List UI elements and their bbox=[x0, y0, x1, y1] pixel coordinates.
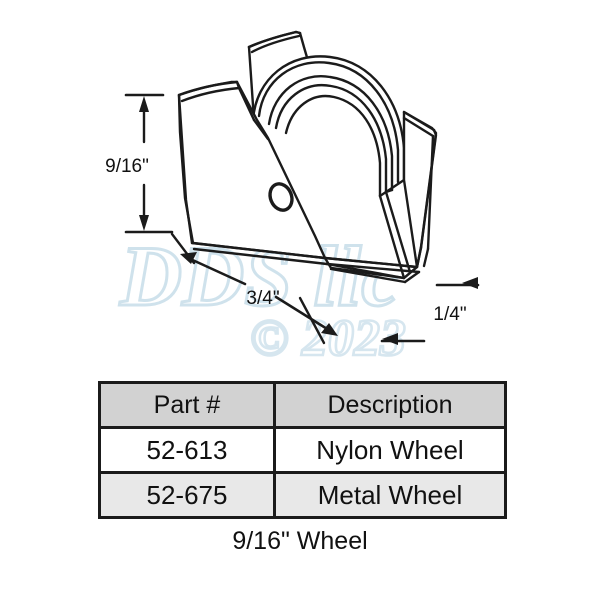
height-dimension-group: 9/16" bbox=[105, 93, 174, 234]
base-plate bbox=[323, 190, 421, 284]
width-dimension-group: 1/4" bbox=[380, 277, 480, 345]
height-dimension-label: 9/16" bbox=[105, 156, 149, 177]
table-header-row: Part # Description bbox=[98, 381, 507, 429]
length-dim-line-left bbox=[184, 255, 247, 286]
length-dim-arrow-left bbox=[180, 252, 197, 264]
table-row[interactable]: 52-613 Nylon Wheel bbox=[98, 426, 507, 474]
cell-part-number: 52-613 bbox=[98, 426, 276, 474]
cell-description: Metal Wheel bbox=[273, 471, 507, 519]
width-dim-arrow-lower bbox=[382, 333, 398, 345]
length-dimension-group: 3/4" bbox=[170, 232, 338, 345]
front-side-plate bbox=[177, 80, 329, 266]
width-dim-arrow-upper bbox=[462, 277, 478, 289]
height-dim-arrow-up bbox=[139, 96, 149, 112]
length-dim-arrow-right bbox=[321, 323, 338, 336]
length-dimension-label: 3/4" bbox=[246, 288, 279, 309]
parts-table: Part # Description 52-613 Nylon Wheel 52… bbox=[98, 381, 507, 519]
parts-table-container: Part # Description 52-613 Nylon Wheel 52… bbox=[98, 381, 507, 519]
figure-caption: 9/16" Wheel bbox=[232, 527, 368, 555]
length-dim-line-right bbox=[274, 295, 334, 334]
cell-description: Nylon Wheel bbox=[273, 426, 507, 474]
width-dimension-label: 1/4" bbox=[433, 304, 466, 325]
cell-part-number: 52-675 bbox=[98, 471, 276, 519]
height-dim-arrow-down bbox=[139, 215, 149, 231]
wheel-housing-seam bbox=[252, 118, 270, 141]
header-part-number: Part # bbox=[98, 381, 276, 429]
table-row[interactable]: 52-675 Metal Wheel bbox=[98, 471, 507, 519]
technical-drawing: 9/16" 3/4" 1/4 bbox=[105, 30, 480, 345]
right-side-plate bbox=[402, 110, 438, 269]
wheel-arcs bbox=[251, 55, 406, 198]
mounting-hole-icon bbox=[268, 182, 294, 212]
header-description: Description bbox=[273, 381, 507, 429]
